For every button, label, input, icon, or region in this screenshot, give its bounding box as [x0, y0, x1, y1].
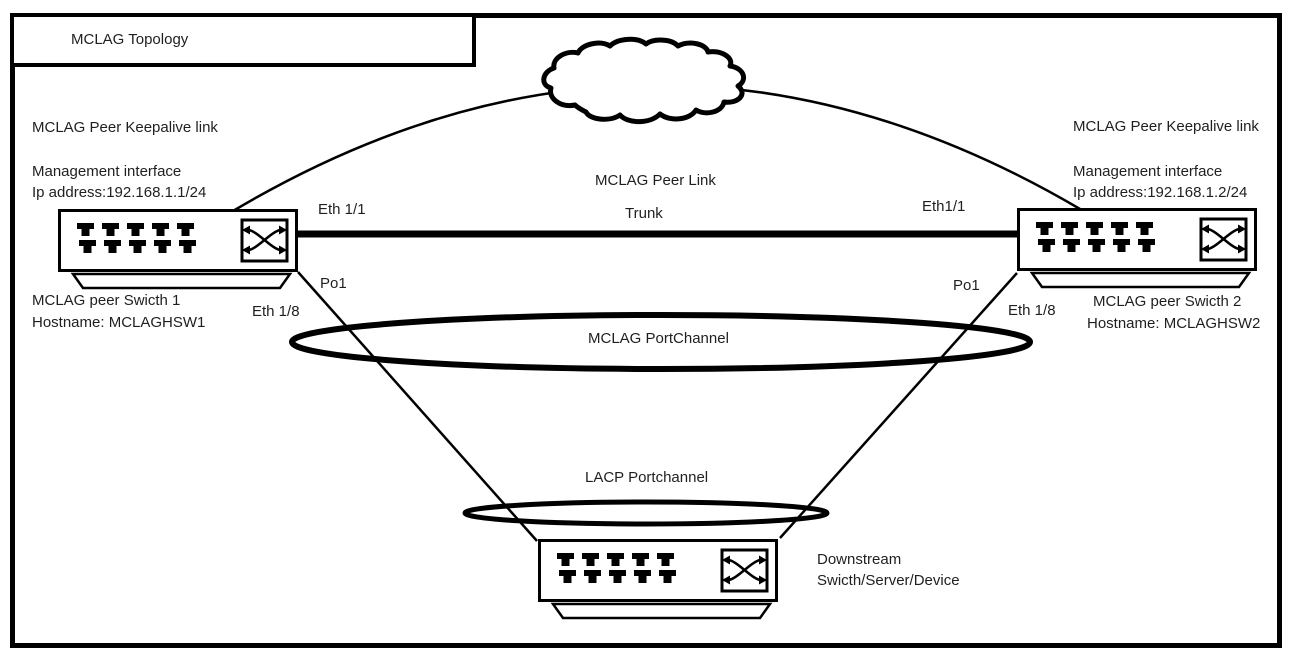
- left-po1-label: Po1: [320, 275, 347, 292]
- lacp-portchannel-ellipse: [462, 499, 830, 527]
- left-eth11-label: Eth 1/1: [318, 201, 366, 218]
- left-eth18-label: Eth 1/8: [252, 303, 300, 320]
- diagram-border: [10, 13, 1282, 648]
- lacp-portchannel-label: LACP Portchannel: [585, 469, 709, 486]
- downstream-label-line2: Swicth/Server/Device: [817, 572, 960, 589]
- switch2-hostname-label: Hostname: MCLAGHSW2: [1087, 315, 1261, 332]
- left-mgmt-interface-label: Management interface: [32, 163, 182, 180]
- trunk-label: Trunk: [625, 205, 663, 222]
- right-keepalive-label: MCLAG Peer Keepalive link: [1073, 118, 1259, 135]
- peer-link-label: MCLAG Peer Link: [595, 172, 716, 189]
- left-keepalive-label: MCLAG Peer Keepalive link: [32, 119, 218, 136]
- left-po1-link-line: [297, 271, 538, 542]
- switch2-name-label: MCLAG peer Swicth 2: [1093, 293, 1242, 310]
- mclag-portchannel-label: MCLAG PortChannel: [588, 330, 729, 347]
- right-mgmt-ip-label: Ip address:192.168.1.2/24: [1073, 184, 1248, 201]
- right-eth18-label: Eth 1/8: [1008, 302, 1056, 319]
- right-eth11-label: Eth1/1: [922, 198, 966, 215]
- right-mgmt-interface-label: Management interface: [1073, 163, 1223, 180]
- left-mgmt-ip-label: Ip address:192.168.1.1/24: [32, 184, 207, 201]
- cloud-icon: [541, 36, 747, 125]
- mclag-portchannel-ellipse: [289, 312, 1033, 372]
- page-title: MCLAG Topology: [10, 13, 476, 67]
- downstream-label-line1: Downstream: [817, 551, 902, 568]
- right-po1-label: Po1: [953, 277, 980, 294]
- switch1-hostname-label: Hostname: MCLAGHSW1: [32, 314, 206, 331]
- right-po1-link-line: [779, 272, 1018, 539]
- switch1-name-label: MCLAG peer Swicth 1: [32, 292, 181, 309]
